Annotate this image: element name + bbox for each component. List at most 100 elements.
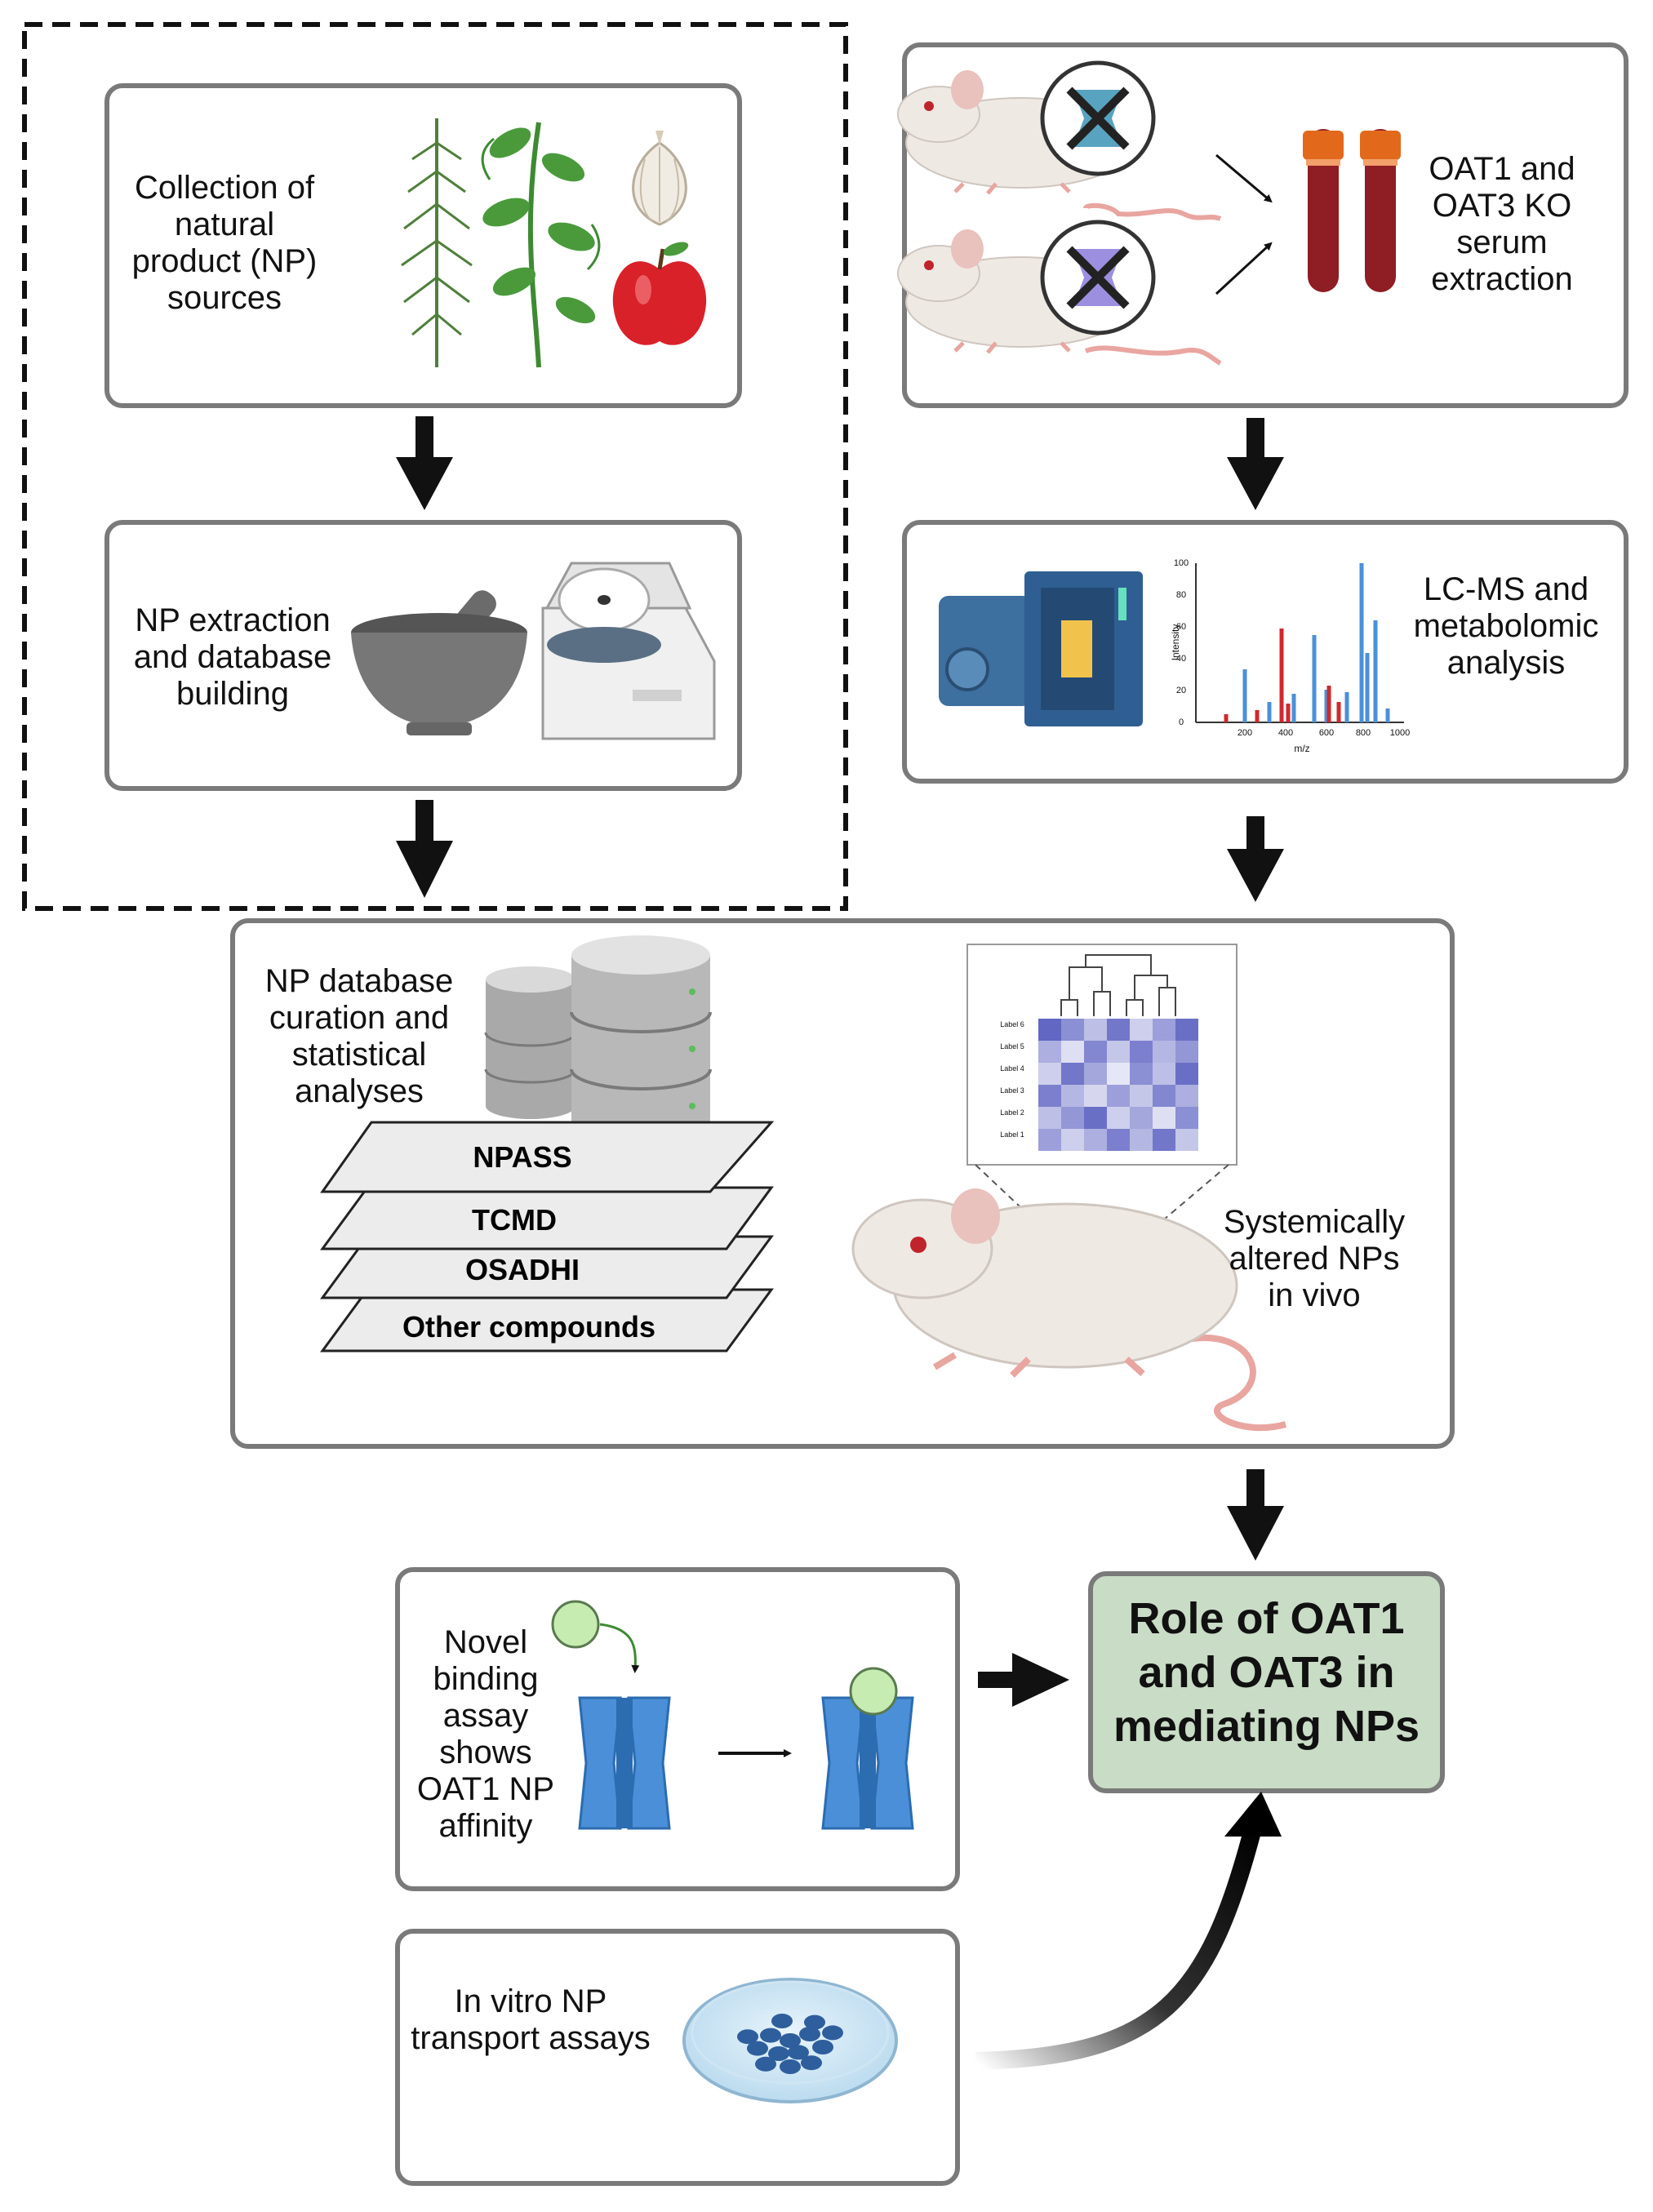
result-panel — [1088, 1571, 1445, 1793]
layer-label-osadhi: OSADHI — [465, 1253, 580, 1286]
transport-text: In vitro NP transport assays — [411, 1983, 651, 2056]
heatmap-cell — [1130, 1041, 1153, 1063]
result-text: Role of OAT1 and OAT3 in mediating NPs — [1113, 1594, 1420, 1751]
mass-spectrum-chart — [1195, 563, 1404, 723]
cell — [771, 2014, 793, 2028]
cell — [737, 2029, 758, 2045]
heatmap-cell — [1084, 1063, 1107, 1085]
cell — [747, 2041, 768, 2056]
horsetail-plant-icon — [401, 118, 473, 367]
layer-label-tcmd: TCMD — [472, 1203, 557, 1237]
spectrum-ytick-100: 100 — [1173, 558, 1189, 568]
heatmap-row-label: Label 6 — [1000, 1020, 1024, 1028]
garlic-icon — [632, 131, 687, 226]
cell — [804, 2014, 825, 2030]
spectrum-ytick-20: 20 — [1175, 686, 1187, 695]
heatmap-cell — [1153, 1129, 1175, 1151]
spectrum-xtick-400: 400 — [1278, 728, 1294, 738]
layer-label-npass: NPASS — [473, 1140, 571, 1174]
spectrum-xtick-200: 200 — [1237, 728, 1253, 738]
heatmap-cell — [1061, 1085, 1084, 1107]
heatmap-cell — [1038, 1129, 1061, 1151]
heatmap-cell — [1175, 1107, 1198, 1129]
heatmap-row-label: Label 5 — [1000, 1042, 1024, 1050]
heatmap-cell — [1061, 1063, 1084, 1085]
large-mouse-icon — [851, 1188, 1287, 1431]
down-arrow-4 — [1227, 816, 1284, 902]
heatmap-cell — [1061, 1107, 1084, 1129]
pea-plant-icon — [481, 122, 601, 368]
cell — [780, 2059, 801, 2074]
heatmap-row-label: Label 4 — [1000, 1064, 1024, 1073]
heatmap-cell — [1084, 1019, 1107, 1041]
spectrum-xtick-1000: 1000 — [1389, 728, 1411, 738]
heatmap-cell — [1153, 1107, 1175, 1129]
heatmap-cell — [1153, 1041, 1175, 1063]
heatmap-cell — [1038, 1019, 1061, 1041]
ligand-icon-free — [551, 1600, 640, 1673]
altered-text: Systemically altered NPs in vivo — [1223, 1204, 1406, 1313]
cell — [788, 2045, 809, 2060]
transporter-icon-bound — [821, 1667, 914, 1830]
cell — [755, 2056, 776, 2072]
heatmap-cell — [1038, 1063, 1061, 1085]
heatmap-cell — [1038, 1085, 1061, 1107]
heatmap-cell — [1153, 1085, 1175, 1107]
mortar-pestle-icon — [351, 590, 527, 735]
layer-npass — [320, 1121, 775, 1193]
heatmap-cell — [1084, 1085, 1107, 1107]
heatmap-cell — [1107, 1041, 1130, 1063]
heatmap-cell — [1175, 1019, 1198, 1041]
spectrum-xtick-600: 600 — [1318, 728, 1335, 738]
spectrum-ylabel: Intensity — [1170, 624, 1181, 661]
small-arrows — [1215, 153, 1273, 295]
layer-label-other: Other compounds — [402, 1310, 655, 1344]
heatmap-cell — [1084, 1129, 1107, 1151]
cell — [812, 2040, 833, 2054]
heatmap-cell — [1061, 1019, 1084, 1041]
heatmap-cell — [1175, 1085, 1198, 1107]
heatmap-cell — [1153, 1063, 1175, 1085]
heatmap-cell — [1175, 1041, 1198, 1063]
petri-dish-icon — [682, 1978, 898, 2103]
lcms-panel — [902, 520, 1629, 784]
centrifuge-icon — [541, 562, 716, 740]
heatmap-cell — [1061, 1129, 1084, 1151]
collection-panel — [104, 83, 742, 408]
spectrum-ytick-40: 40 — [1175, 654, 1187, 664]
lcms-text: LC-MS and metabolomic analysis — [1413, 571, 1599, 681]
down-arrow-2 — [396, 800, 453, 898]
cell — [768, 2046, 789, 2061]
knockout-oat3-icon — [1040, 220, 1156, 335]
heatmap-cell — [1038, 1041, 1061, 1063]
blood-tube-icon-2 — [1360, 129, 1401, 292]
curved-arrow-transport — [975, 1792, 1282, 2070]
cell — [780, 2033, 801, 2048]
heatmap-cell — [1107, 1129, 1130, 1151]
heatmap-row-label: Label 3 — [1000, 1086, 1024, 1095]
heatmap-cell — [1084, 1107, 1107, 1129]
heatmap-cell — [1084, 1041, 1107, 1063]
curation-text: NP database curation and statistical ana… — [264, 963, 454, 1109]
spectrum-xtick-800: 800 — [1355, 728, 1371, 738]
database-large-icon — [570, 935, 712, 1146]
heatmap-cell — [1130, 1107, 1153, 1129]
spectrum-ytick-0: 0 — [1178, 717, 1184, 727]
transporter-icon-empty — [578, 1696, 671, 1830]
heatmap-cell — [1175, 1129, 1198, 1151]
heatmap-cell — [1175, 1063, 1198, 1085]
heatmap-cell — [1153, 1019, 1175, 1041]
heatmap-row-label: Label 2 — [1000, 1108, 1024, 1117]
heatmap-cell — [1107, 1063, 1130, 1085]
serum-text: OAT1 and OAT3 KO serum extraction — [1429, 151, 1575, 297]
extraction-text: NP extraction and database building — [133, 602, 332, 712]
down-arrow-5 — [1227, 1469, 1284, 1561]
binding-text: Novel binding assay shows OAT1 NP affini… — [416, 1624, 555, 1844]
heatmap-cell — [1061, 1041, 1084, 1063]
heatmap-row-label: Label 1 — [1000, 1130, 1024, 1139]
heatmap-cell — [1130, 1019, 1153, 1041]
spectrum-ytick-60: 60 — [1175, 622, 1187, 632]
collection-text: Collection of natural product (NP) sourc… — [131, 170, 318, 316]
